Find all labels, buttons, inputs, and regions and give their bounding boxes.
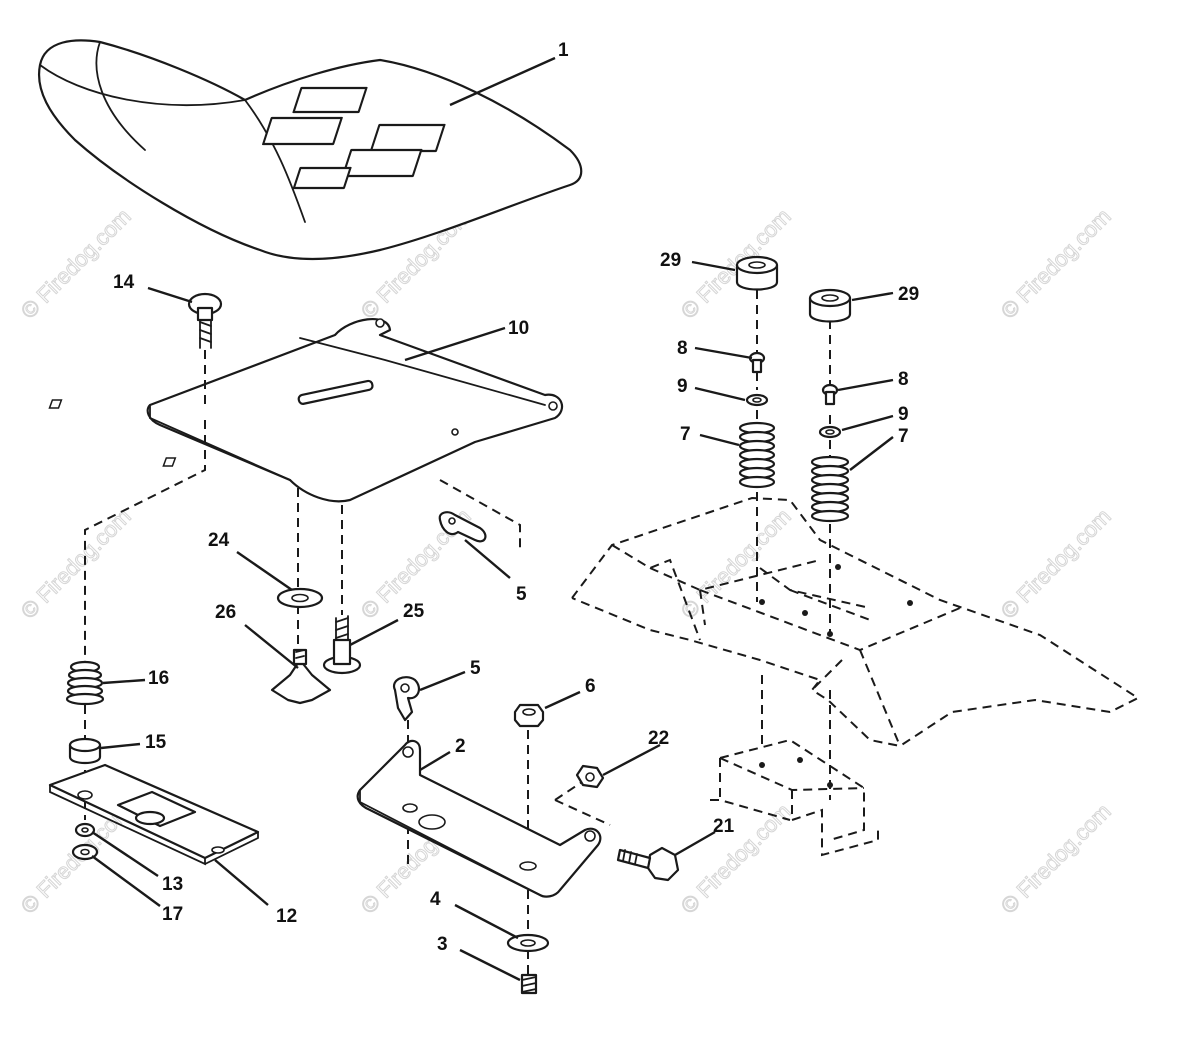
bushing-part — [68, 737, 102, 765]
watermark-text: © Firedog.com — [996, 204, 1116, 324]
watermark-text: © Firedog.com — [676, 799, 796, 919]
callout-labels: 1 14 10 24 26 25 5 5 6 16 15 2 22 13 17 … — [113, 40, 919, 955]
nut-part-6 — [513, 703, 545, 728]
callout-14: 14 — [113, 272, 135, 293]
callout-29-right: 29 — [898, 284, 919, 305]
nut-part-22 — [575, 764, 605, 789]
callout-15: 15 — [145, 732, 167, 753]
seat-pan-part — [48, 317, 564, 503]
callout-7-left: 7 — [680, 424, 691, 445]
callout-10: 10 — [508, 318, 529, 339]
clip-part-lower — [392, 676, 421, 722]
bushing-part-29-right — [808, 288, 852, 323]
knob-part — [270, 648, 332, 705]
watermark-text: © Firedog.com — [676, 504, 796, 624]
callout-13: 13 — [162, 874, 183, 895]
washer-part-17 — [71, 843, 99, 861]
callout-4: 4 — [430, 889, 441, 910]
washer-part-9-left — [745, 393, 769, 407]
callout-12: 12 — [276, 906, 297, 927]
watermark-text: © Firedog.com — [16, 504, 136, 624]
callout-2: 2 — [455, 736, 466, 757]
callout-24: 24 — [208, 530, 230, 551]
shoulder-bolt-part-21 — [616, 846, 680, 882]
callout-21: 21 — [713, 816, 735, 837]
watermark-text: © Firedog.com — [996, 504, 1116, 624]
callout-3: 3 — [437, 934, 448, 955]
callout-8-left: 8 — [677, 338, 688, 359]
screw-part-8-right — [821, 383, 839, 406]
washer-part-9-right — [818, 425, 842, 439]
clip-part-upper — [438, 511, 487, 543]
bushing-part-29-left — [735, 255, 779, 291]
callout-9-left: 9 — [677, 376, 688, 397]
watermark-text: © Firedog.com — [16, 204, 136, 324]
callout-29-left: 29 — [660, 250, 681, 271]
screw-part-3 — [520, 973, 538, 995]
assembly-lines-right — [756, 290, 831, 800]
watermark-text: © Firedog.com — [996, 799, 1116, 919]
callout-7-right: 7 — [898, 426, 909, 447]
screw-part-8-left — [748, 351, 766, 374]
fender-outline — [571, 496, 1141, 748]
callout-16: 16 — [148, 668, 169, 689]
base-plate-part — [48, 763, 260, 866]
callout-8-right: 8 — [898, 369, 909, 390]
spring-part-16 — [65, 660, 105, 706]
callout-9-right: 9 — [898, 404, 909, 425]
callout-6: 6 — [585, 676, 596, 697]
leader-lines — [91, 56, 894, 982]
mount-box-outline — [710, 738, 879, 857]
carriage-bolt-part — [187, 292, 223, 349]
washer-part-4 — [506, 933, 550, 953]
callout-25: 25 — [403, 601, 425, 622]
callout-5-upper: 5 — [516, 584, 527, 605]
spring-part-7-left — [738, 421, 776, 489]
callout-17: 17 — [162, 904, 183, 925]
callout-1: 1 — [558, 40, 569, 61]
callout-26: 26 — [215, 602, 236, 623]
callout-5-lower: 5 — [470, 658, 481, 679]
washer-part-13 — [74, 822, 96, 838]
bracket-part — [356, 739, 602, 898]
spring-part-7-right — [810, 455, 850, 523]
callout-22: 22 — [648, 728, 669, 749]
washer-part-24 — [276, 587, 324, 609]
seat-part — [37, 39, 583, 261]
shoulder-bolt-part — [322, 615, 362, 675]
